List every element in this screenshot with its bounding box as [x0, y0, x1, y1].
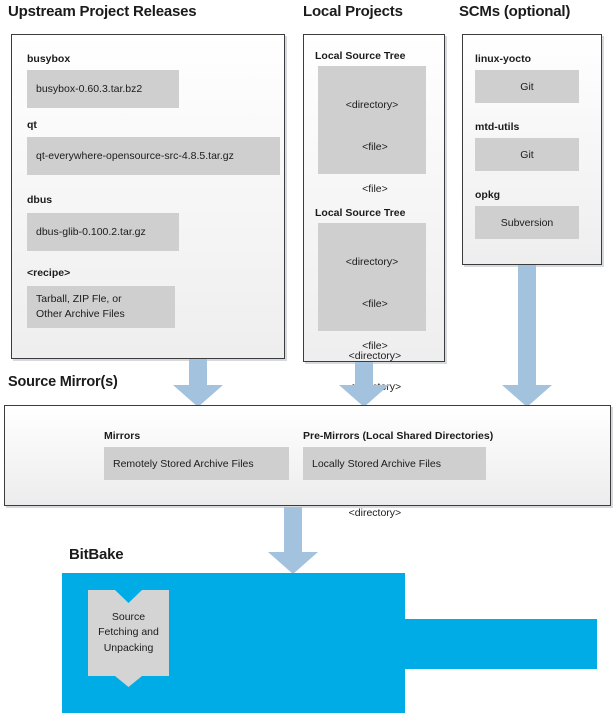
- tree-label-local-source-tree-1: Local Source Tree: [315, 50, 406, 62]
- entry-value-linux-yocto: Git: [475, 70, 579, 103]
- arrow-upstream-to-mirror-icon: [173, 359, 223, 407]
- tree-line: <directory>: [342, 350, 402, 363]
- heading-bitbake: BitBake: [69, 546, 124, 563]
- heading-upstream-project-releases: Upstream Project Releases: [8, 3, 197, 20]
- heading-local-projects: Local Projects: [303, 3, 403, 20]
- entry-value-recipe-line2: Other Archive Files: [36, 308, 125, 320]
- entry-label-mtd-utils: mtd-utils: [475, 121, 520, 133]
- task-line-3: Unpacking: [103, 641, 154, 654]
- mirror-label-mirrors: Mirrors: [104, 430, 141, 442]
- entry-value-opkg: Subversion: [475, 206, 579, 239]
- arrow-scms-to-mirror-icon: [502, 265, 552, 407]
- tree-line: <directory>: [345, 98, 399, 111]
- tree-box-local-source-tree-2: <directory> <file> <file> <directory> <f…: [318, 223, 426, 519]
- task-line-2: Fetching and: [98, 626, 159, 639]
- entry-value-qt: qt-everywhere-opensource-src-4.8.5.tar.g…: [27, 137, 280, 175]
- entry-label-busybox: busybox: [27, 53, 71, 65]
- entry-label-recipe: <recipe>: [27, 267, 71, 279]
- heading-source-mirrors: Source Mirror(s): [8, 374, 118, 390]
- tree-line: <file>: [356, 297, 388, 310]
- entry-label-opkg: opkg: [475, 189, 501, 201]
- arrow-local-to-mirror-icon: [339, 362, 389, 407]
- entry-value-recipe: Tarball, ZIP Fle, or Other Archive Files: [27, 286, 175, 328]
- mirror-value-locally-stored-archive-files: Locally Stored Archive Files: [303, 447, 486, 480]
- arrow-mirror-to-bitbake-icon: [268, 507, 318, 574]
- entry-label-dbus: dbus: [27, 194, 53, 206]
- entry-value-recipe-line1: Tarball, ZIP Fle, or: [36, 293, 122, 306]
- tree-line: <directory>: [342, 507, 402, 520]
- mirror-value-remotely-stored-archive-files: Remotely Stored Archive Files: [104, 447, 289, 480]
- tree-line: <file>: [356, 140, 388, 153]
- entry-value-dbus: dbus-glib-0.100.2.tar.gz: [27, 213, 179, 251]
- mirror-label-pre-mirrors: Pre-Mirrors (Local Shared Directories): [303, 430, 494, 442]
- task-line-1: Source: [111, 611, 146, 624]
- entry-value-mtd-utils: Git: [475, 138, 579, 171]
- entry-label-linux-yocto: linux-yocto: [475, 53, 532, 65]
- tree-label-local-source-tree-2: Local Source Tree: [315, 207, 406, 219]
- task-source-fetching-and-unpacking: Source Fetching and Unpacking: [88, 590, 169, 687]
- tree-box-local-source-tree-1: <directory> <file> <file> <directory> <f…: [318, 66, 426, 362]
- entry-label-qt: qt: [27, 119, 37, 131]
- entry-value-busybox: busybox-0.60.3.tar.bz2: [27, 70, 179, 108]
- bitbake-process-block: [62, 573, 598, 713]
- tree-line: <file>: [356, 182, 388, 195]
- tree-line: <file>: [356, 339, 388, 352]
- tree-line: <directory>: [345, 255, 399, 268]
- heading-scms-optional: SCMs (optional): [459, 3, 571, 20]
